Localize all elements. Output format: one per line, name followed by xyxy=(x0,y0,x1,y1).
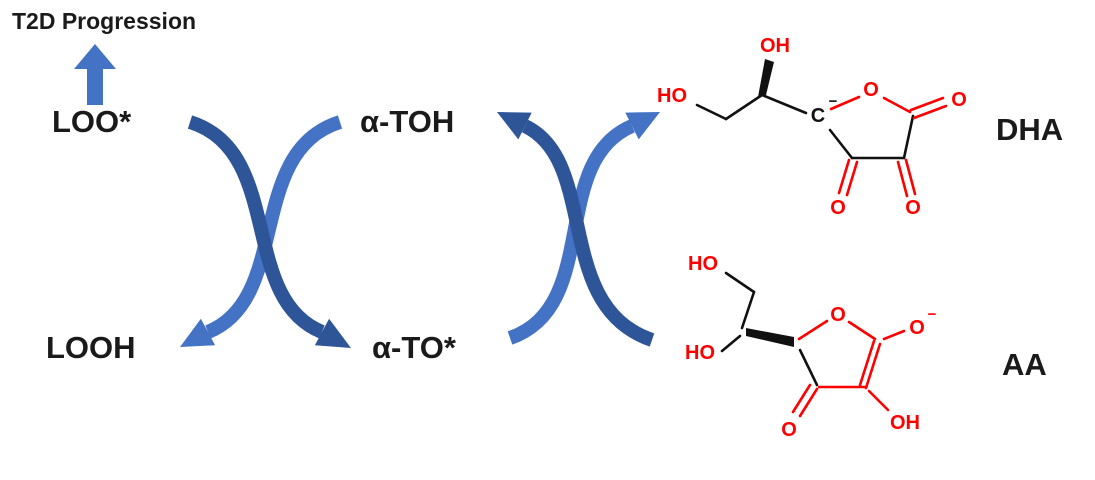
right-cycle-arrows xyxy=(497,112,660,347)
bond-enolate xyxy=(882,329,906,341)
bond xyxy=(724,93,764,121)
atom-label-oh: OH xyxy=(760,35,790,57)
dha-molecule: HO OH C − O O O O xyxy=(657,35,967,219)
aa-molecule: HO HO O O − OH O xyxy=(685,253,937,441)
bond-o-c xyxy=(882,96,912,114)
atom-label-o: O xyxy=(781,419,797,441)
wedge-bond xyxy=(758,59,774,97)
bond-oh xyxy=(867,389,890,412)
looh-label: LOOH xyxy=(46,330,136,365)
curved-arrow-atoh-to-looh xyxy=(205,115,343,339)
bond xyxy=(902,114,915,160)
atom-label-ring-o: O xyxy=(830,304,846,326)
double-bond xyxy=(912,104,948,120)
bond-c-o xyxy=(797,319,829,341)
loo-radical-label: LOO* xyxy=(52,104,132,139)
curved-arrow-loo-to-ato xyxy=(187,115,325,339)
atom-label-o-enolate: O xyxy=(909,317,925,339)
bond xyxy=(695,103,728,121)
double-bond xyxy=(858,339,876,387)
double-bond xyxy=(896,160,909,198)
alpha-to-radical-label: α-TO* xyxy=(372,330,456,365)
atom-label-ho: HO xyxy=(657,85,687,107)
atom-label-ho: HO xyxy=(688,253,718,275)
bond xyxy=(724,271,756,294)
atom-label-ring-o: O xyxy=(863,79,879,101)
double-bond xyxy=(864,342,882,390)
double-bond xyxy=(837,158,851,195)
bond xyxy=(828,128,854,160)
double-bond xyxy=(845,160,859,197)
dha-label: DHA xyxy=(996,112,1064,147)
atom-label-o: O xyxy=(951,89,967,111)
bond xyxy=(720,334,742,353)
atom-label-o: O xyxy=(830,197,846,219)
double-bond xyxy=(791,383,812,414)
charge-label: − xyxy=(829,93,838,110)
curved-arrow-aa-to-atoh xyxy=(521,119,655,347)
double-bond xyxy=(798,387,819,418)
arrowhead-to-ato xyxy=(314,318,351,348)
alpha-toh-label: α-TOH xyxy=(360,104,455,139)
arrowhead-to-looh xyxy=(180,318,216,347)
bond xyxy=(740,290,756,330)
atom-label-oh: OH xyxy=(890,412,920,434)
t2d-progression-label: T2D Progression xyxy=(12,8,197,34)
bond-o-c xyxy=(847,320,877,341)
bond-c-o xyxy=(829,95,861,111)
bond xyxy=(798,348,819,387)
double-bond xyxy=(904,158,917,196)
atom-label-o: O xyxy=(905,197,921,219)
aa-label: AA xyxy=(1002,347,1047,382)
arrowhead-to-dha xyxy=(625,112,660,140)
left-cycle-arrows xyxy=(180,115,351,348)
bond xyxy=(760,93,808,115)
atom-label-ho: HO xyxy=(685,342,715,364)
charge-label: − xyxy=(928,306,937,323)
up-arrow-icon xyxy=(74,44,116,105)
wedge-bond xyxy=(746,328,794,347)
double-bond xyxy=(909,96,945,112)
atom-label-c: C xyxy=(811,105,825,127)
arrowhead-to-atoh xyxy=(497,112,532,140)
